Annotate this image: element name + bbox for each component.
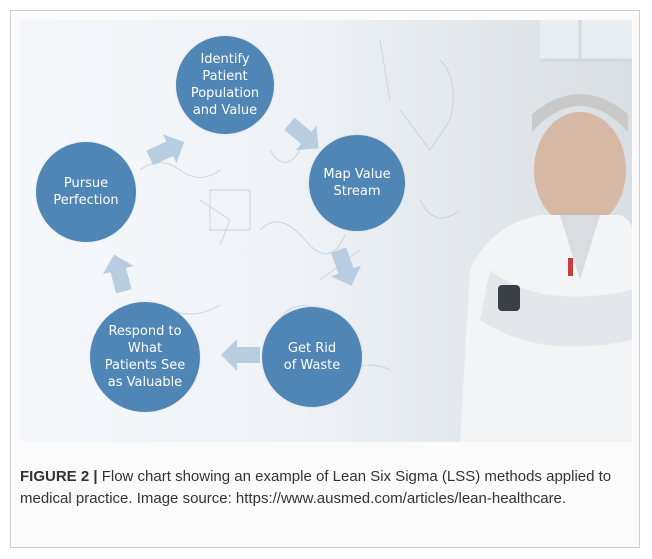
caption-text: Flow chart showing an example of Lean Si… (20, 468, 612, 507)
node-map-value-stream: Map Value Stream (309, 135, 405, 231)
node-get-rid-of-waste: Get Rid of Waste (262, 307, 362, 407)
arrow-pursue-to-identify (146, 134, 185, 166)
figure-caption: FIGURE 2 | Flow chart showing an example… (20, 466, 632, 510)
node-respond-to-what-patients-see: Respond to What Patients See as Valuable (90, 302, 200, 412)
arrow-waste-to-respond (221, 339, 260, 371)
node-identify-patient-population: Identify Patient Population and Value (176, 36, 274, 134)
arrow-respond-to-pursue (102, 254, 134, 294)
arrow-map-to-waste (330, 247, 362, 286)
arrow-identify-to-map (284, 117, 319, 151)
node-pursue-perfection: Pursue Perfection (36, 142, 136, 242)
doctor-figure (460, 94, 632, 442)
caption-label: FIGURE 2 | (20, 468, 98, 485)
photo-illustration (102, 20, 632, 442)
window-frame (540, 20, 632, 60)
background-photo: Identify Patient Population and Value Ma… (20, 20, 632, 442)
flow-arrows (102, 117, 362, 371)
